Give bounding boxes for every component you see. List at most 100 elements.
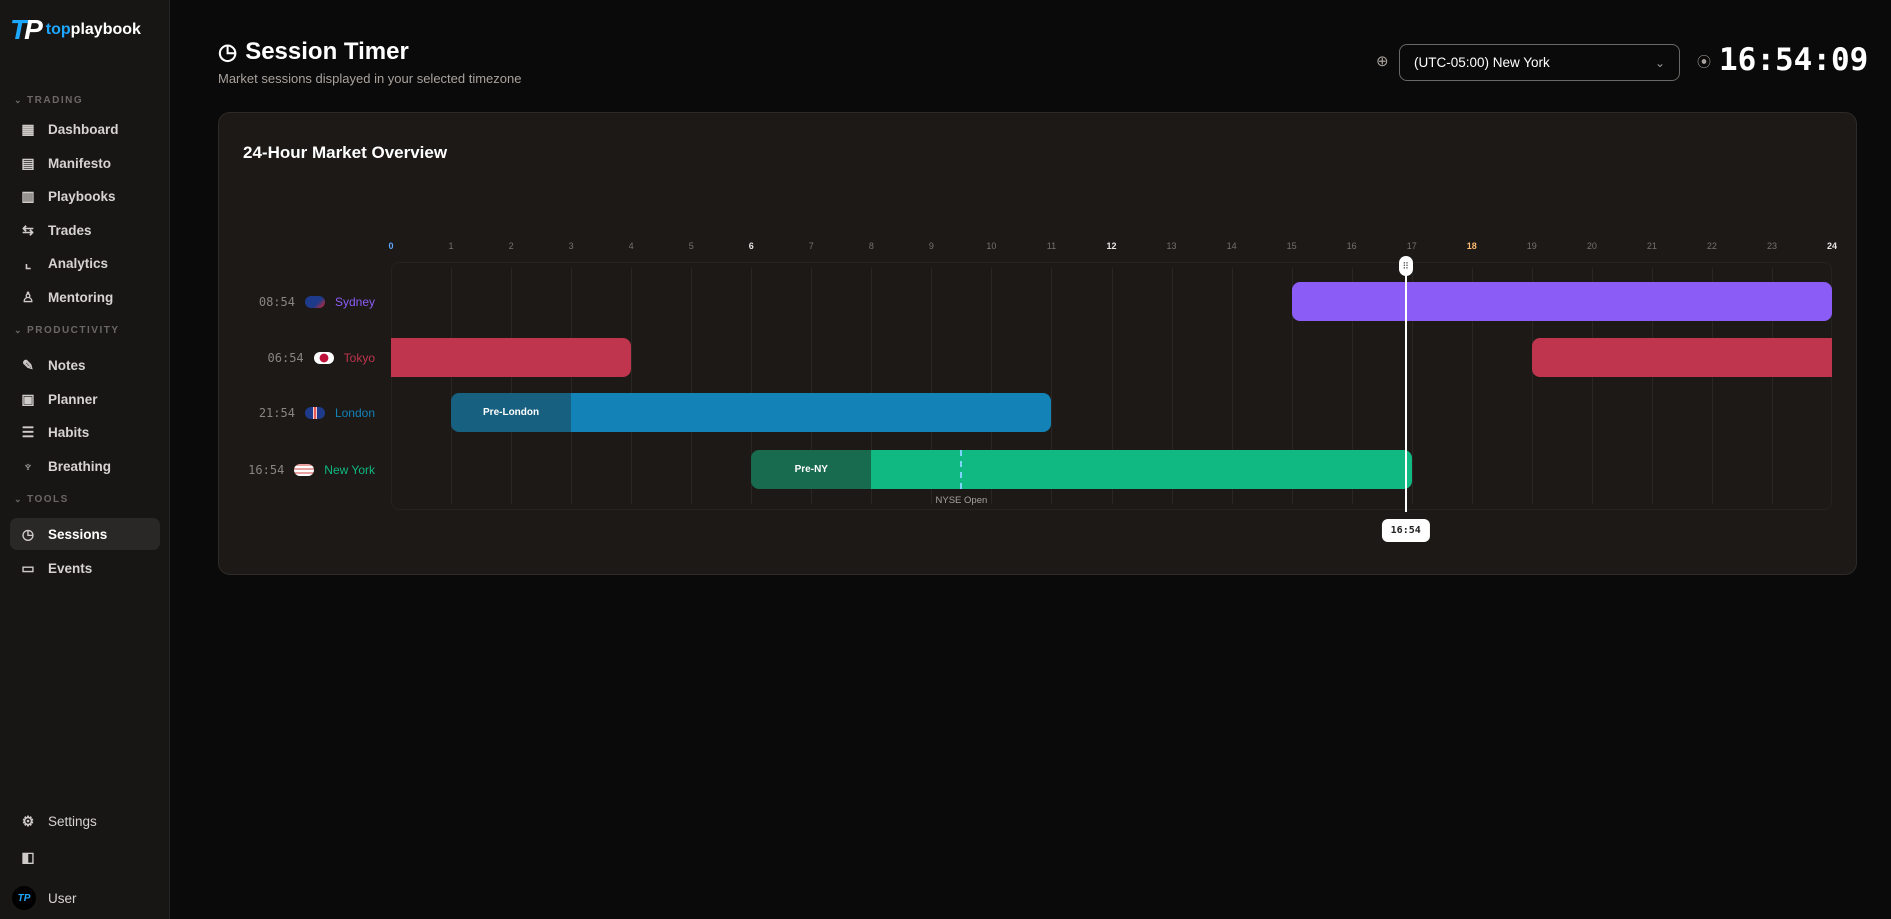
session-bar[interactable]	[871, 450, 1412, 489]
x-tick-label: 19	[1526, 241, 1537, 251]
section-label[interactable]: TOOLS	[14, 494, 69, 505]
timezone-select[interactable]: (UTC-05:00) New York⌄	[1399, 44, 1680, 81]
sidebar-collapse-icon: ◧	[21, 848, 35, 865]
sidebar-item-playbooks[interactable]: ▥ Playbooks	[10, 180, 160, 212]
sidebar-item-label: Analytics	[48, 255, 109, 271]
flag-icon	[304, 407, 325, 419]
segment-label: Pre-London	[483, 407, 540, 418]
sidebar-item-breathing[interactable]: ♆Breathing	[10, 450, 160, 482]
chart-icon: ⌞	[24, 254, 32, 271]
x-tick-label: 22	[1706, 241, 1717, 251]
gridline	[451, 268, 453, 504]
gridline	[631, 268, 633, 504]
city-name: Sydney	[334, 295, 375, 309]
sidebar-item-mentoring[interactable]: ♙ Mentoring	[10, 281, 160, 313]
nyse-open-marker	[960, 450, 963, 489]
sidebar-item-label: Planner	[48, 391, 98, 407]
book-icon: ▥	[21, 187, 35, 204]
gridline	[1231, 268, 1233, 504]
gridline	[991, 268, 993, 504]
sidebar-item-notes[interactable]: ✎Notes	[10, 349, 160, 381]
card-title: 24-Hour Market Overview	[243, 143, 448, 162]
sidebar-item-manifesto[interactable]: ▤ Manifesto	[10, 147, 160, 179]
x-tick-label: 16	[1346, 241, 1357, 251]
chevron-down-icon: ⌄	[1654, 55, 1665, 70]
sidebar-item-trades[interactable]: ⇆Trades	[10, 214, 160, 246]
gridline	[1111, 268, 1113, 504]
x-tick-label: 5	[688, 241, 694, 251]
gridline	[1651, 268, 1653, 504]
drag-handle-icon[interactable]: ⠿	[1398, 256, 1413, 276]
gridline	[1171, 268, 1173, 504]
x-tick-label: 4	[628, 241, 634, 251]
sidebar-item-settings[interactable]: ⚙Settings	[21, 812, 97, 829]
gridline	[751, 268, 753, 504]
sidebar-item-habits[interactable]: ☰ Habits	[10, 416, 160, 448]
gridline	[1291, 268, 1293, 504]
session-bar-pre[interactable]: Pre-NY	[751, 450, 872, 489]
session-bar[interactable]	[571, 393, 1052, 432]
current-time: 16:54:09	[1719, 42, 1869, 78]
x-tick-label: 8	[868, 241, 874, 251]
section-label[interactable]: PRODUCTIVITY	[14, 325, 120, 336]
x-tick-label: 20	[1586, 241, 1597, 251]
gridline	[811, 268, 813, 504]
city-name: London	[334, 406, 375, 420]
sidebar-item-events[interactable]: ▭Events	[10, 552, 160, 584]
x-tick-label: 7	[808, 241, 814, 251]
x-tick-label: 18	[1466, 241, 1477, 251]
local-time: 16:54	[248, 463, 285, 477]
logo-text: topplaybook	[45, 21, 141, 38]
session-bar[interactable]	[391, 338, 632, 377]
location-pin-icon: ⦿	[1697, 54, 1711, 70]
sidebar-item-analytics[interactable]: ⌞ Analytics	[10, 247, 160, 279]
session-bar[interactable]	[1291, 282, 1832, 321]
x-tick-label: 10	[986, 241, 997, 251]
users-icon: ♙	[21, 288, 35, 305]
notebook-icon: ✎	[22, 356, 34, 373]
calendar-icon: ▭	[21, 559, 35, 576]
page-title: ◷Session Timer	[218, 38, 409, 65]
sidebar-item-label: Trades	[48, 222, 92, 238]
x-tick-label: 3	[568, 241, 574, 251]
sidebar-item-label: Mentoring	[48, 289, 114, 305]
current-time-line	[1404, 262, 1407, 512]
x-tick-label: 17	[1406, 241, 1417, 251]
collapse-sidebar-button[interactable]: ◧	[10, 841, 160, 873]
local-time: 21:54	[258, 406, 295, 420]
x-tick-label: 0	[388, 241, 394, 251]
sidebar-item-label: Manifesto	[48, 155, 112, 171]
logo[interactable]: TP topplaybook	[10, 14, 141, 46]
sidebar-item-planner[interactable]: ▣Planner	[10, 383, 160, 415]
x-tick-label: 24	[1826, 241, 1838, 251]
sidebar-item-label: Playbooks	[48, 188, 116, 204]
x-tick-label: 9	[928, 241, 934, 251]
sidebar-item-sessions[interactable]: ◷Sessions	[10, 518, 160, 550]
sidebar-item-label: Sessions	[48, 526, 108, 542]
gridline	[1471, 268, 1473, 504]
local-time: 08:54	[258, 295, 295, 309]
gridline	[511, 268, 513, 504]
checklist-icon: ☰	[21, 423, 35, 440]
session-bar[interactable]	[1531, 338, 1832, 377]
current-time-label: 16:54	[1381, 519, 1430, 542]
gridline	[1771, 268, 1773, 504]
sidebar-item-dashboard[interactable]: ▦Dashboard	[10, 113, 160, 145]
gridline	[871, 268, 873, 504]
sidebar-item-label: Habits	[48, 424, 90, 440]
x-tick-label: 12	[1106, 241, 1117, 251]
scroll-icon: ▤	[21, 154, 35, 171]
gridline	[571, 268, 573, 504]
sidebar-item-label: Dashboard	[48, 121, 119, 137]
local-time: 06:54	[267, 351, 304, 365]
section-label[interactable]: TRADING	[14, 95, 83, 106]
avatar: TP	[12, 886, 36, 910]
x-tick-label: 6	[748, 241, 754, 251]
nyse-open-label: NYSE Open	[935, 495, 988, 506]
session-bar-pre[interactable]: Pre-London	[451, 393, 572, 432]
timeline-grid	[391, 262, 1832, 510]
